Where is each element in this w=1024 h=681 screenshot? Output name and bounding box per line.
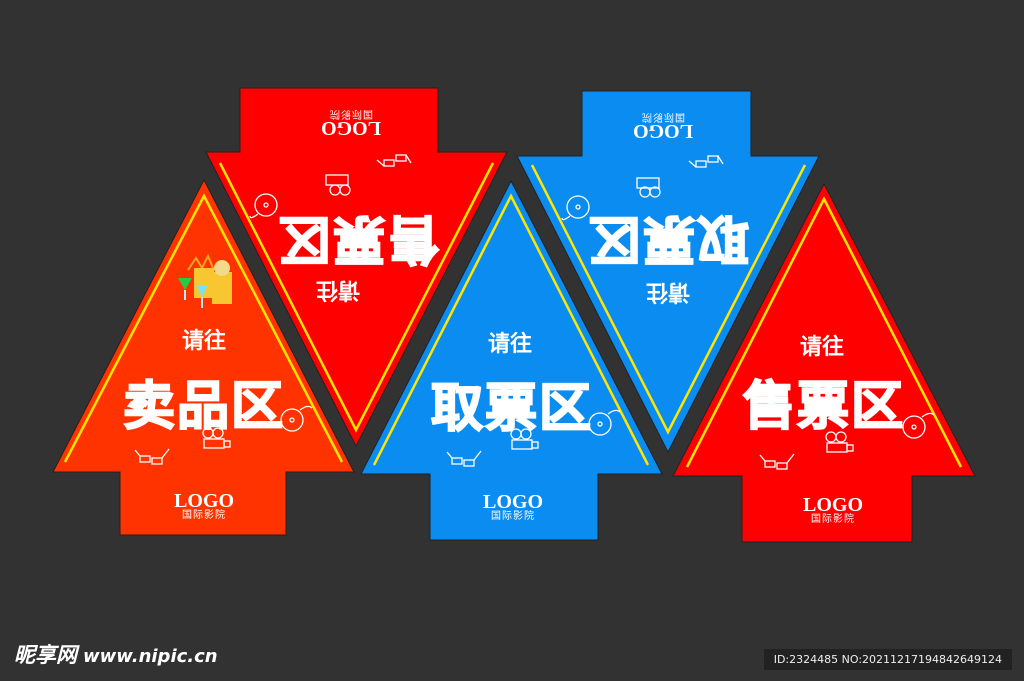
film-reel-icon	[249, 193, 278, 219]
sign-ticket-sale-logo-sub: 国际影院	[811, 514, 855, 525]
3d-glasses-icon	[376, 154, 412, 167]
sign-sell-logo-sub: 国际影院	[182, 510, 226, 521]
sign-ticket-pickup-flipped-logo: LOGO	[633, 120, 694, 142]
sign-ticket-sale-zone-title: 售票区	[742, 376, 905, 438]
3d-glasses-icon	[759, 453, 795, 470]
sign-ticket-sale-flipped-arrow	[205, 87, 508, 448]
sign-ticket-sale-logo: LOGO	[802, 494, 863, 516]
sign-ticket-sale-flipped-logo: LOGO	[321, 117, 382, 139]
image-id-bar: ID:2324485 NO:20211217194842649124	[763, 649, 1012, 670]
watermark-url: www.nipic.cn	[83, 646, 218, 667]
sign-ticket-pickup-logo: LOGO	[482, 491, 543, 513]
sign-ticket-pickup-flipped-go-label: 请往	[646, 279, 691, 304]
snacks-popcorn-drinks-icon	[178, 253, 232, 308]
sign-ticket-pickup-flipped-logo-sub: 国际影院	[641, 111, 685, 122]
movie-camera-icon	[510, 428, 539, 450]
sign-ticket-pickup-flipped-zone-title: 取票区	[586, 207, 750, 269]
sign-sell-arrow	[52, 178, 355, 536]
film-reel-icon	[280, 405, 313, 432]
sign-sell-zone-title: 卖品区	[122, 376, 285, 438]
film-reel-icon	[561, 195, 590, 221]
film-reel-icon	[902, 412, 935, 439]
3d-glasses-icon	[134, 448, 170, 465]
sign-ticket-sale-flipped-zone-title: 售票区	[276, 207, 440, 269]
sign-ticket-pickup-logo-sub: 国际影院	[491, 511, 535, 522]
watermark: 昵享网 www.nipic.cn	[14, 639, 218, 669]
sign-ticket-sale-arrow	[672, 182, 976, 543]
3d-glasses-icon	[446, 450, 482, 467]
sign-sell-go-label: 请往	[181, 329, 226, 354]
sign-ticket-sale-go-label: 请往	[799, 335, 844, 360]
movie-camera-icon	[202, 427, 231, 449]
sign-ticket-sale-flipped-logo-sub: 国际影院	[329, 108, 373, 119]
sign-sell-logo: LOGO	[173, 490, 234, 512]
movie-camera-icon	[825, 431, 854, 453]
sign-ticket-pickup-flipped-arrow	[516, 90, 820, 454]
movie-camera-icon	[636, 177, 661, 198]
film-reel-icon	[588, 409, 621, 436]
movie-camera-icon	[325, 174, 351, 196]
sign-ticket-pickup-arrow	[360, 179, 663, 541]
sign-ticket-pickup-go-label: 请往	[487, 332, 532, 357]
sign-ticket-pickup-zone-title: 取票区	[430, 378, 593, 440]
3d-glasses-icon	[688, 155, 724, 168]
watermark-cn: 昵享网	[14, 643, 77, 667]
